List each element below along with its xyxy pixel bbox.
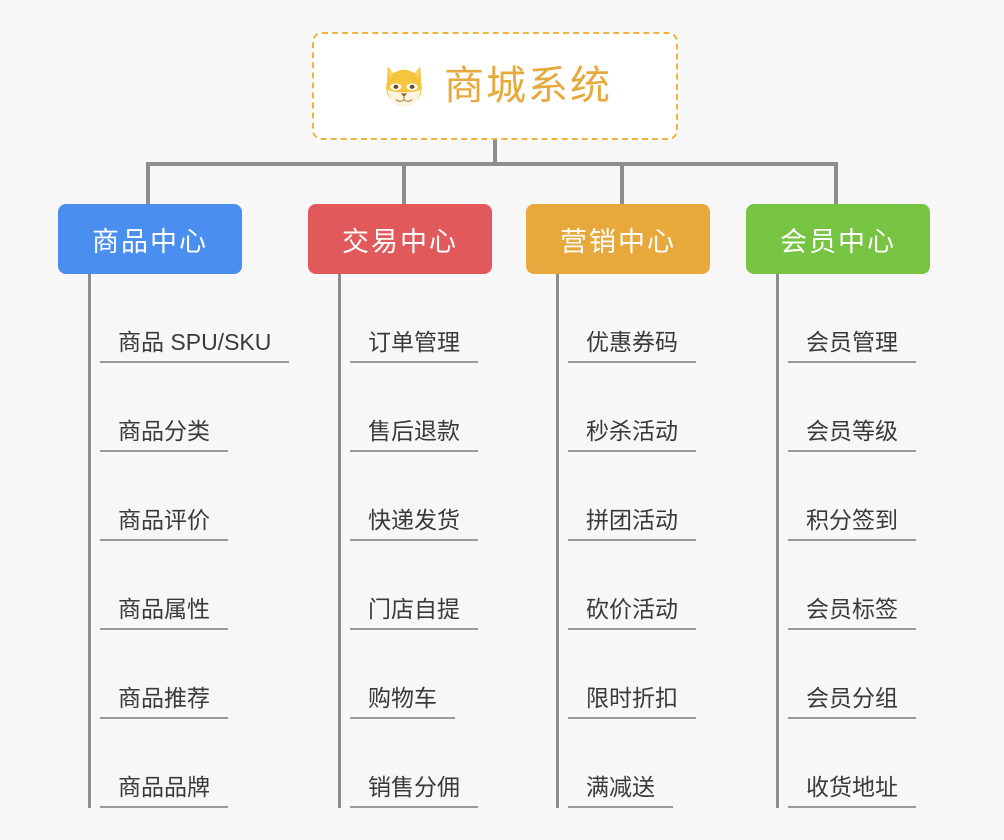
leaf-item[interactable]: 满减送 <box>556 719 766 808</box>
leaf-item-label: 会员分组 <box>788 685 916 719</box>
column-4: 会员中心会员管理会员等级积分签到会员标签会员分组收货地址 <box>746 204 986 808</box>
connector-bus-bar <box>146 162 838 166</box>
leaf-item[interactable]: 限时折扣 <box>556 630 766 719</box>
leaf-item-label: 门店自提 <box>350 596 478 630</box>
category-header-1[interactable]: 商品中心 <box>58 204 242 274</box>
leaf-item[interactable]: 商品评价 <box>88 452 298 541</box>
leaf-item[interactable]: 会员管理 <box>776 274 986 363</box>
branch-group-2: 订单管理售后退款快递发货门店自提购物车销售分佣 <box>308 274 548 808</box>
leaf-item[interactable]: 订单管理 <box>338 274 548 363</box>
connector-drop-4 <box>834 164 838 206</box>
leaf-item-label: 商品 SPU/SKU <box>100 329 290 363</box>
connector-trunk-3 <box>556 274 559 808</box>
column-1: 商品中心商品 SPU/SKU 商品分类商品评价商品属性商品推荐商品品牌 <box>58 204 298 808</box>
leaf-item-label: 拼团活动 <box>568 507 696 541</box>
leaf-item-label: 积分签到 <box>788 507 916 541</box>
leaf-item-label: 秒杀活动 <box>568 418 696 452</box>
leaf-item-label: 商品品牌 <box>100 774 228 808</box>
leaf-item[interactable]: 优惠券码 <box>556 274 766 363</box>
connector-drop-2 <box>402 164 406 206</box>
shiba-dog-emoji <box>386 66 422 108</box>
leaf-item-label: 商品分类 <box>100 418 228 452</box>
leaf-item[interactable]: 收货地址 <box>776 719 986 808</box>
leaf-item[interactable]: 商品推荐 <box>88 630 298 719</box>
category-header-label: 商品中心 <box>92 226 208 257</box>
leaf-item[interactable]: 销售分佣 <box>338 719 548 808</box>
leaf-item[interactable]: 积分签到 <box>776 452 986 541</box>
leaf-item-label: 会员标签 <box>788 596 916 630</box>
connector-trunk-4 <box>776 274 779 808</box>
leaf-item-label: 会员等级 <box>788 418 916 452</box>
column-2: 交易中心订单管理售后退款快递发货门店自提购物车销售分佣 <box>308 204 548 808</box>
connector-root-stem <box>493 140 497 166</box>
category-header-label: 交易中心 <box>342 226 458 257</box>
leaf-item[interactable]: 拼团活动 <box>556 452 766 541</box>
leaf-item[interactable]: 会员等级 <box>776 363 986 452</box>
leaf-item-label: 订单管理 <box>350 329 478 363</box>
root-node[interactable]: 商城系统 <box>312 32 678 140</box>
connector-trunk-2 <box>338 274 341 808</box>
leaf-item[interactable]: 商品 SPU/SKU <box>88 274 298 363</box>
leaf-item[interactable]: 购物车 <box>338 630 548 719</box>
leaf-item[interactable]: 门店自提 <box>338 541 548 630</box>
category-header-3[interactable]: 营销中心 <box>526 204 710 274</box>
leaf-item[interactable]: 售后退款 <box>338 363 548 452</box>
leaf-item-label: 购物车 <box>350 685 455 719</box>
branch-group-3: 优惠券码秒杀活动拼团活动砍价活动限时折扣满减送 <box>526 274 766 808</box>
column-3: 营销中心优惠券码秒杀活动拼团活动砍价活动限时折扣满减送 <box>526 204 766 808</box>
leaf-item-label: 商品推荐 <box>100 685 228 719</box>
leaf-item-label: 限时折扣 <box>568 685 696 719</box>
branch-group-4: 会员管理会员等级积分签到会员标签会员分组收货地址 <box>746 274 986 808</box>
branch-group-1: 商品 SPU/SKU 商品分类商品评价商品属性商品推荐商品品牌 <box>58 274 298 808</box>
leaf-item[interactable]: 会员标签 <box>776 541 986 630</box>
leaf-item[interactable]: 商品分类 <box>88 363 298 452</box>
connector-trunk-1 <box>88 274 91 808</box>
category-header-label: 营销中心 <box>560 226 676 257</box>
root-title: 商城系统 <box>444 64 612 108</box>
category-header-4[interactable]: 会员中心 <box>746 204 930 274</box>
leaf-item-label: 收货地址 <box>788 774 916 808</box>
category-header-label: 会员中心 <box>780 226 896 257</box>
leaf-item[interactable]: 会员分组 <box>776 630 986 719</box>
leaf-item-label: 售后退款 <box>350 418 478 452</box>
leaf-item[interactable]: 砍价活动 <box>556 541 766 630</box>
connector-drop-1 <box>146 164 150 206</box>
leaf-item-label: 销售分佣 <box>350 774 478 808</box>
leaf-item[interactable]: 商品品牌 <box>88 719 298 808</box>
leaf-item-label: 会员管理 <box>788 329 916 363</box>
leaf-item-label: 商品评价 <box>100 507 228 541</box>
leaf-item-label: 满减送 <box>568 774 673 808</box>
leaf-item-label: 优惠券码 <box>568 329 696 363</box>
leaf-item[interactable]: 商品属性 <box>88 541 298 630</box>
leaf-item-label: 砍价活动 <box>568 596 696 630</box>
leaf-item[interactable]: 快递发货 <box>338 452 548 541</box>
leaf-item-label: 快递发货 <box>350 507 478 541</box>
leaf-item-label: 商品属性 <box>100 596 228 630</box>
category-header-2[interactable]: 交易中心 <box>308 204 492 274</box>
connector-drop-3 <box>620 164 624 206</box>
leaf-item[interactable]: 秒杀活动 <box>556 363 766 452</box>
